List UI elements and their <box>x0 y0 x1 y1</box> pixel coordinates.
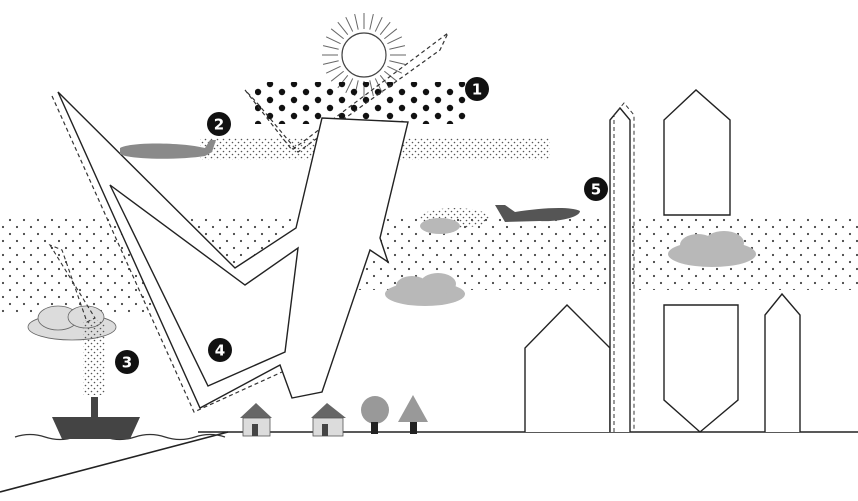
sun-ray <box>346 17 353 31</box>
sun-ray <box>387 37 401 44</box>
sun-ray <box>389 46 405 50</box>
smoke-dots <box>83 320 105 395</box>
sun-ray <box>370 14 374 30</box>
marker-label: 4 <box>215 342 225 360</box>
marker-label: 2 <box>214 116 224 134</box>
house-icon <box>311 403 346 436</box>
sun-ray <box>326 37 340 44</box>
marker-4: 4 <box>208 338 232 362</box>
sun-ray <box>331 71 344 81</box>
tree-icon <box>361 396 389 434</box>
tree-icon <box>398 395 428 434</box>
marker-label: 5 <box>591 181 601 199</box>
sun-ray <box>384 29 397 39</box>
sun-ray <box>323 46 339 50</box>
marker-5: 5 <box>584 177 608 201</box>
marker-3: 3 <box>115 350 139 374</box>
marker-1: 1 <box>465 77 489 101</box>
marker-label: 3 <box>122 354 132 372</box>
sun-ray <box>389 61 405 65</box>
cloud-icon <box>420 218 460 234</box>
building-icon <box>525 305 610 432</box>
sun-ray <box>355 14 359 30</box>
sun-ray <box>331 29 344 39</box>
marker-label: 1 <box>472 81 482 99</box>
sun-ray <box>380 22 390 35</box>
building-icon <box>610 103 634 432</box>
dotted-layer-1 <box>255 82 470 124</box>
sun-ray <box>323 61 339 65</box>
shore-line <box>0 432 228 492</box>
sun-ray <box>326 66 340 73</box>
ship-icon <box>52 397 140 439</box>
sun-ray <box>338 22 348 35</box>
house-icon <box>240 403 272 436</box>
sun-ray <box>375 17 382 31</box>
marker-2: 2 <box>207 112 231 136</box>
